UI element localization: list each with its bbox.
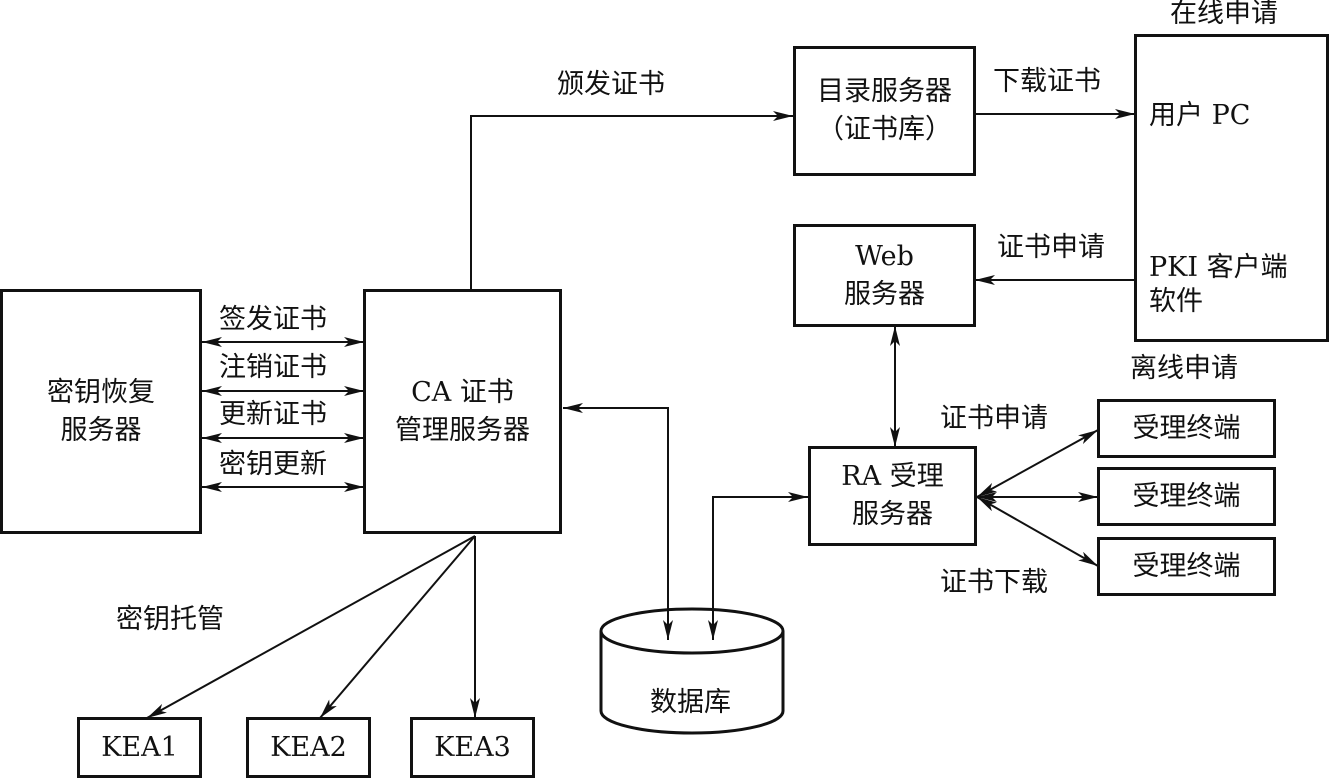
label-ra-cert-download: 证书下载 (940, 567, 1048, 598)
kea-3-label: KEA3 (434, 731, 511, 763)
label-ra-cert-request: 证书申请 (940, 403, 1048, 434)
directory-server-line1: 目录服务器 (817, 76, 952, 107)
edge-kea1 (146, 535, 476, 719)
directory-server: 目录服务器 （证书库） (793, 46, 976, 176)
user-pc-line1: 用户 PC (1149, 100, 1251, 131)
database-label: 数据库 (650, 687, 731, 718)
directory-server-line2: （证书库） (817, 114, 952, 145)
ca-server-line2: 管理服务器 (395, 414, 530, 446)
edge-ra-terminal-1 (976, 429, 1099, 498)
edge-db-ra (708, 492, 808, 637)
ra-server: RA 受理 服务器 (808, 446, 977, 546)
ca-management-server: CA 证书 管理服务器 (363, 289, 562, 534)
user-pc-line3: 软件 (1149, 286, 1203, 317)
key-recovery-line2: 服务器 (60, 414, 142, 446)
terminal-2: 受理终端 (1097, 467, 1276, 526)
key-recovery-server: 密钥恢复 服务器 (0, 289, 202, 534)
online-request-title: 在线申请 (1170, 0, 1278, 29)
edge-ca-db (563, 403, 673, 637)
user-pc-line2: PKI 客户端 (1149, 252, 1288, 283)
ra-server-line2: 服务器 (852, 499, 933, 530)
edge-ra-terminal-3 (976, 496, 1099, 567)
label-key-escrow: 密钥托管 (116, 604, 224, 635)
edge-kea2 (319, 535, 476, 719)
label-update-cert: 更新证书 (219, 399, 327, 430)
label-download-cert: 下载证书 (993, 66, 1101, 97)
offline-request-title: 离线申请 (1130, 353, 1238, 384)
ra-server-line1: RA 受理 (841, 461, 944, 492)
database-cylinder (599, 607, 785, 735)
label-key-update: 密钥更新 (219, 449, 327, 480)
kea-2: KEA2 (246, 717, 371, 778)
label-issue-cert: 颁发证书 (557, 69, 665, 100)
edge-issue-cert (470, 111, 793, 291)
kea-2-label: KEA2 (270, 731, 347, 763)
label-sign-cert: 签发证书 (219, 304, 327, 335)
terminal-3: 受理终端 (1097, 537, 1276, 596)
web-server-line1: Web (855, 240, 914, 272)
label-web-cert-request: 证书申请 (997, 232, 1105, 263)
kea-1-label: KEA1 (101, 731, 178, 763)
terminal-2-label: 受理终端 (1132, 480, 1241, 512)
user-pc: 用户 PC PKI 客户端 软件 (1134, 34, 1329, 342)
web-server-line2: 服务器 (844, 278, 925, 310)
kea-1: KEA1 (77, 717, 202, 778)
web-server: Web 服务器 (793, 224, 976, 327)
terminal-3-label: 受理终端 (1132, 550, 1241, 582)
key-recovery-line1: 密钥恢复 (47, 376, 155, 408)
kea-3: KEA3 (410, 717, 535, 778)
ca-server-line1: CA 证书 (411, 376, 514, 408)
label-revoke-cert: 注销证书 (219, 352, 327, 383)
terminal-1: 受理终端 (1097, 399, 1276, 458)
terminal-1-label: 受理终端 (1132, 412, 1241, 444)
